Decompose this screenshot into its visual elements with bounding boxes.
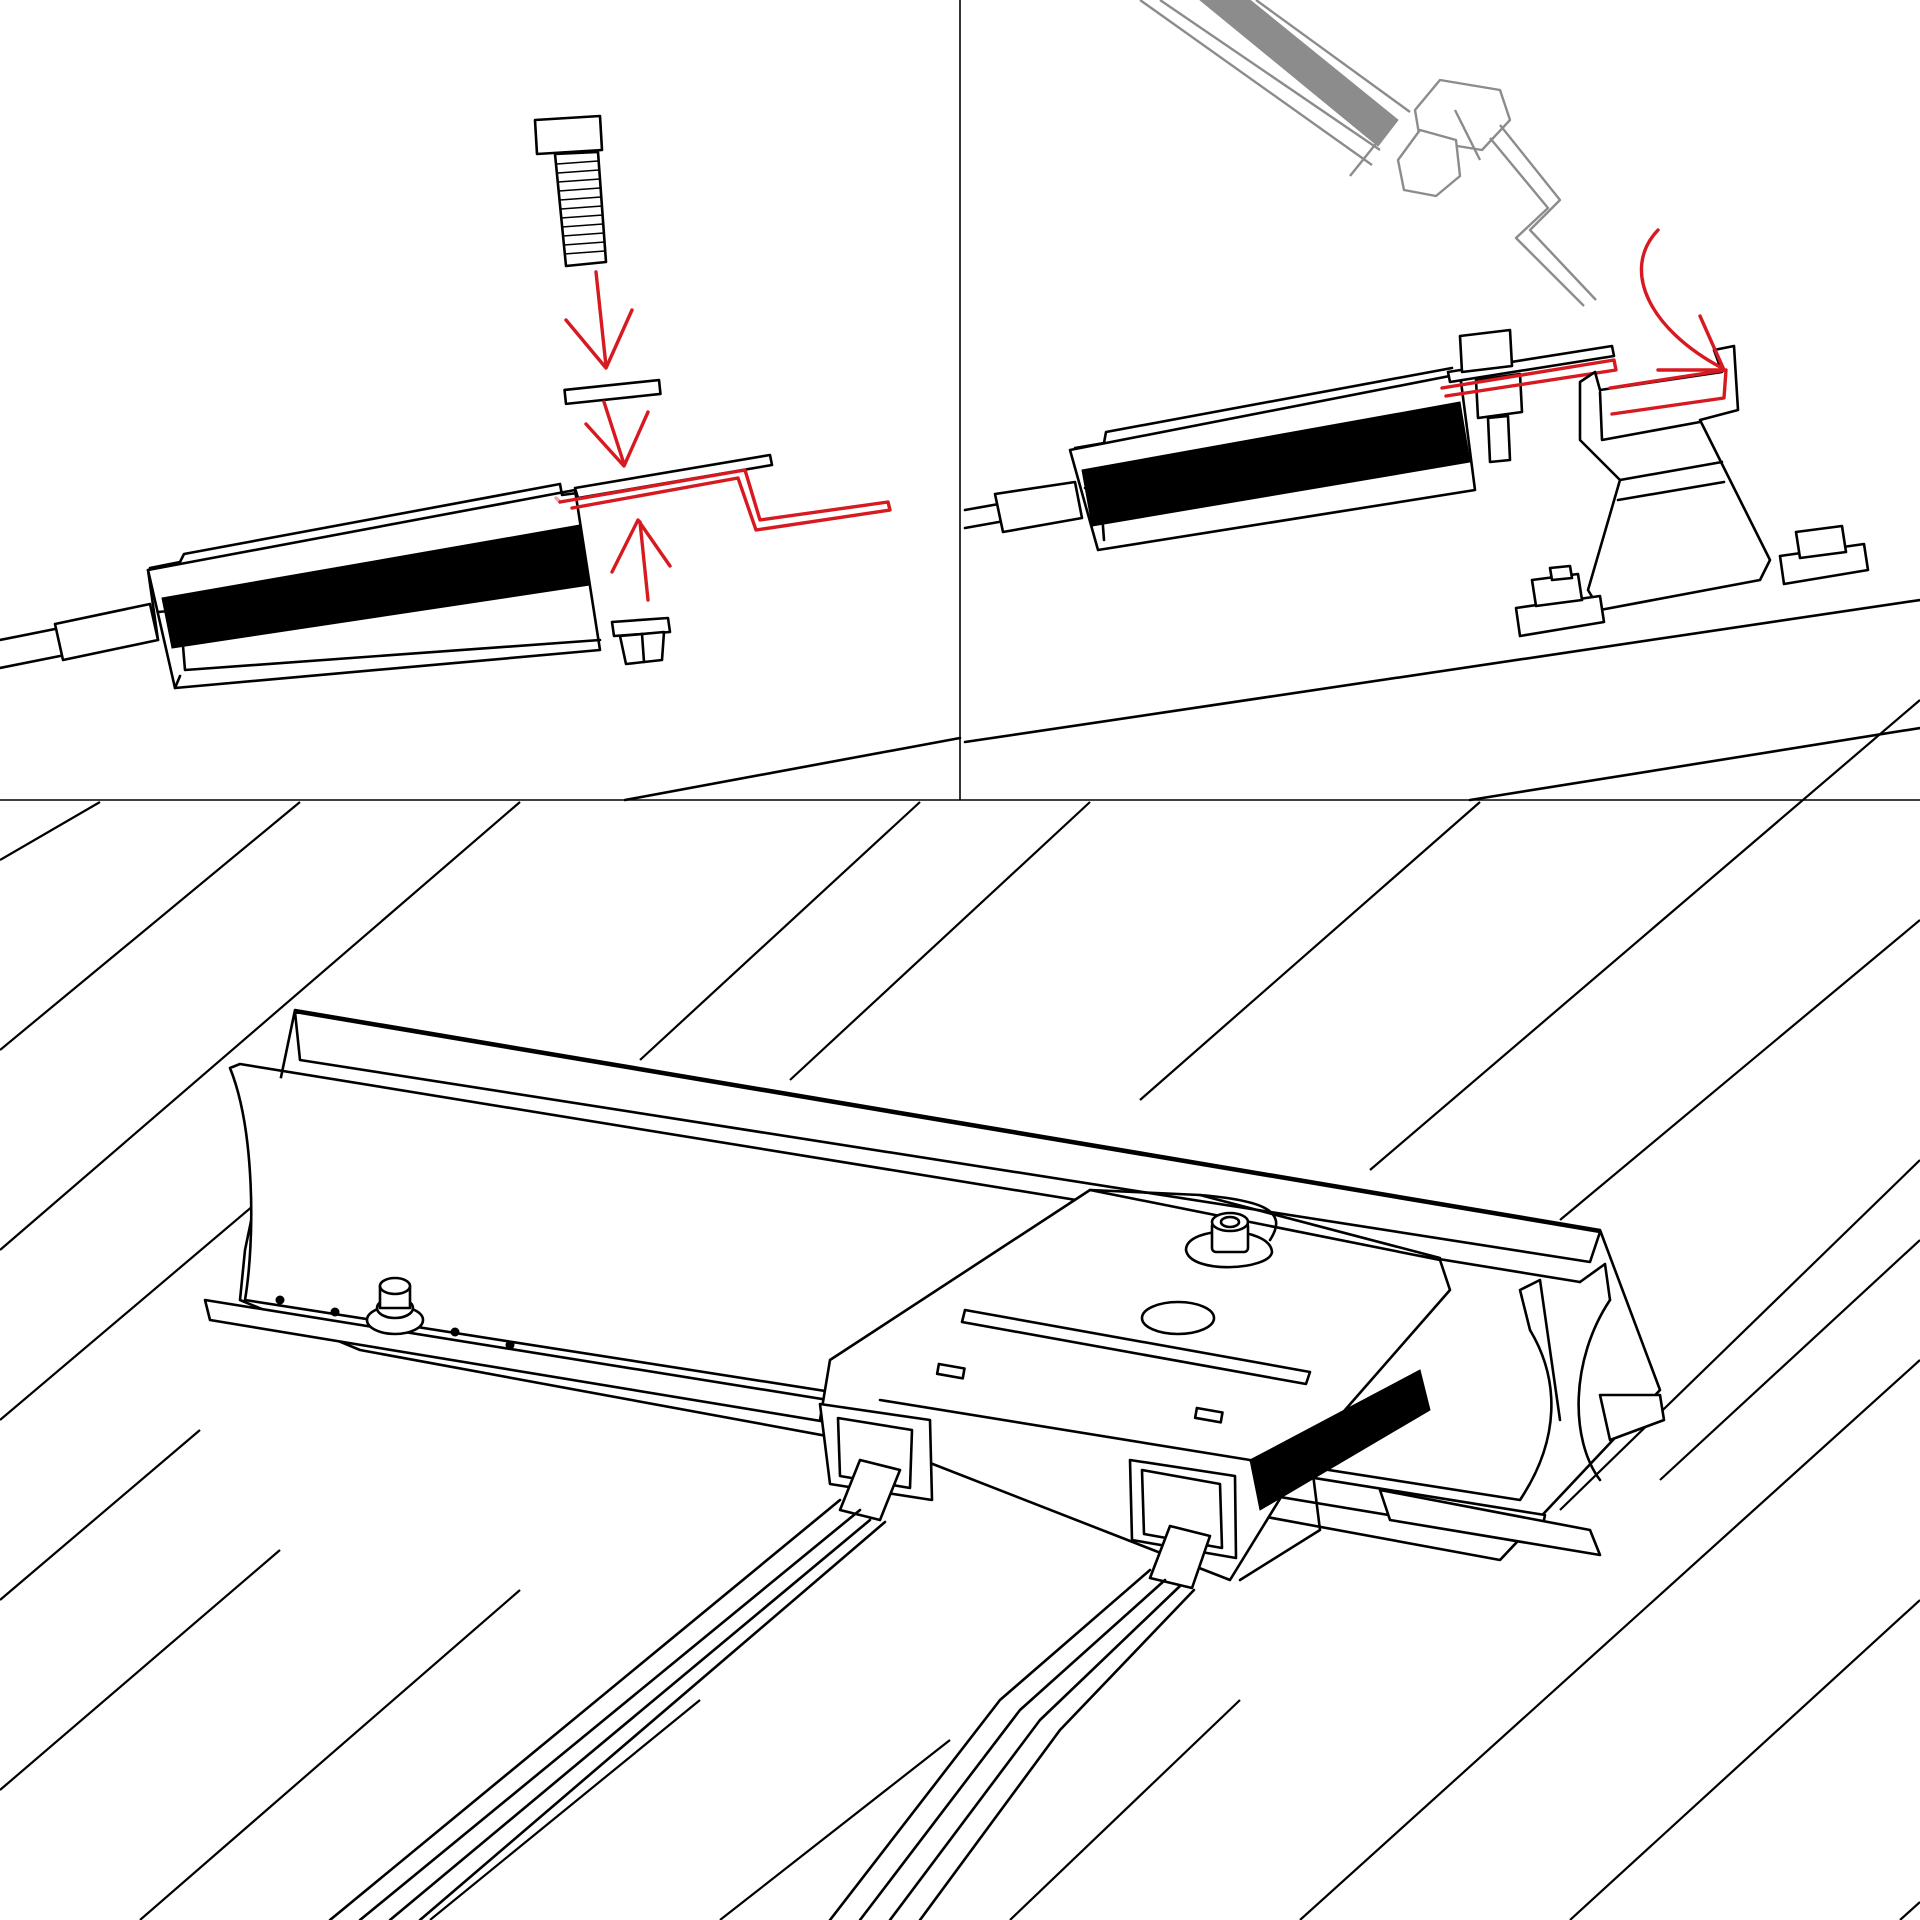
hex-socket-bolt-icon bbox=[1184, 1211, 1274, 1269]
ghost-bracket-icon bbox=[1139, 0, 1597, 307]
arrow-curved-hook-in bbox=[1639, 228, 1726, 372]
cable-gland-icon bbox=[818, 1402, 1238, 1560]
junction-box-icon bbox=[818, 1188, 1452, 1582]
fastened-bracket-icon bbox=[1068, 328, 1618, 552]
cable-icon bbox=[0, 602, 160, 670]
z-bracket-icon bbox=[554, 453, 892, 532]
deck-boards-icon bbox=[0, 699, 1920, 1920]
panel-frames bbox=[0, 0, 1920, 801]
washer-icon bbox=[563, 378, 662, 406]
arrow-up-nut bbox=[610, 518, 672, 602]
rail-profile-icon bbox=[146, 482, 602, 690]
floor-line bbox=[963, 598, 1920, 744]
flange-nut-icon bbox=[610, 616, 672, 666]
hex-socket-bolt-icon bbox=[533, 114, 608, 268]
panel-step-fasten-bracket bbox=[0, 114, 962, 802]
arrow-down-washer bbox=[584, 400, 650, 468]
cable-icon bbox=[963, 480, 1084, 534]
panel-result-installed-assembly bbox=[0, 699, 1920, 1920]
arrow-down-bolt bbox=[564, 270, 634, 370]
floor-line-2 bbox=[1468, 726, 1920, 802]
base-bolt-icon bbox=[275, 1276, 515, 1350]
mounting-rail-icon bbox=[1514, 344, 1870, 638]
panel-step-hook-bracket-into-rail bbox=[963, 0, 1920, 802]
floor-line bbox=[623, 736, 962, 802]
cable-icon bbox=[328, 1458, 1212, 1920]
